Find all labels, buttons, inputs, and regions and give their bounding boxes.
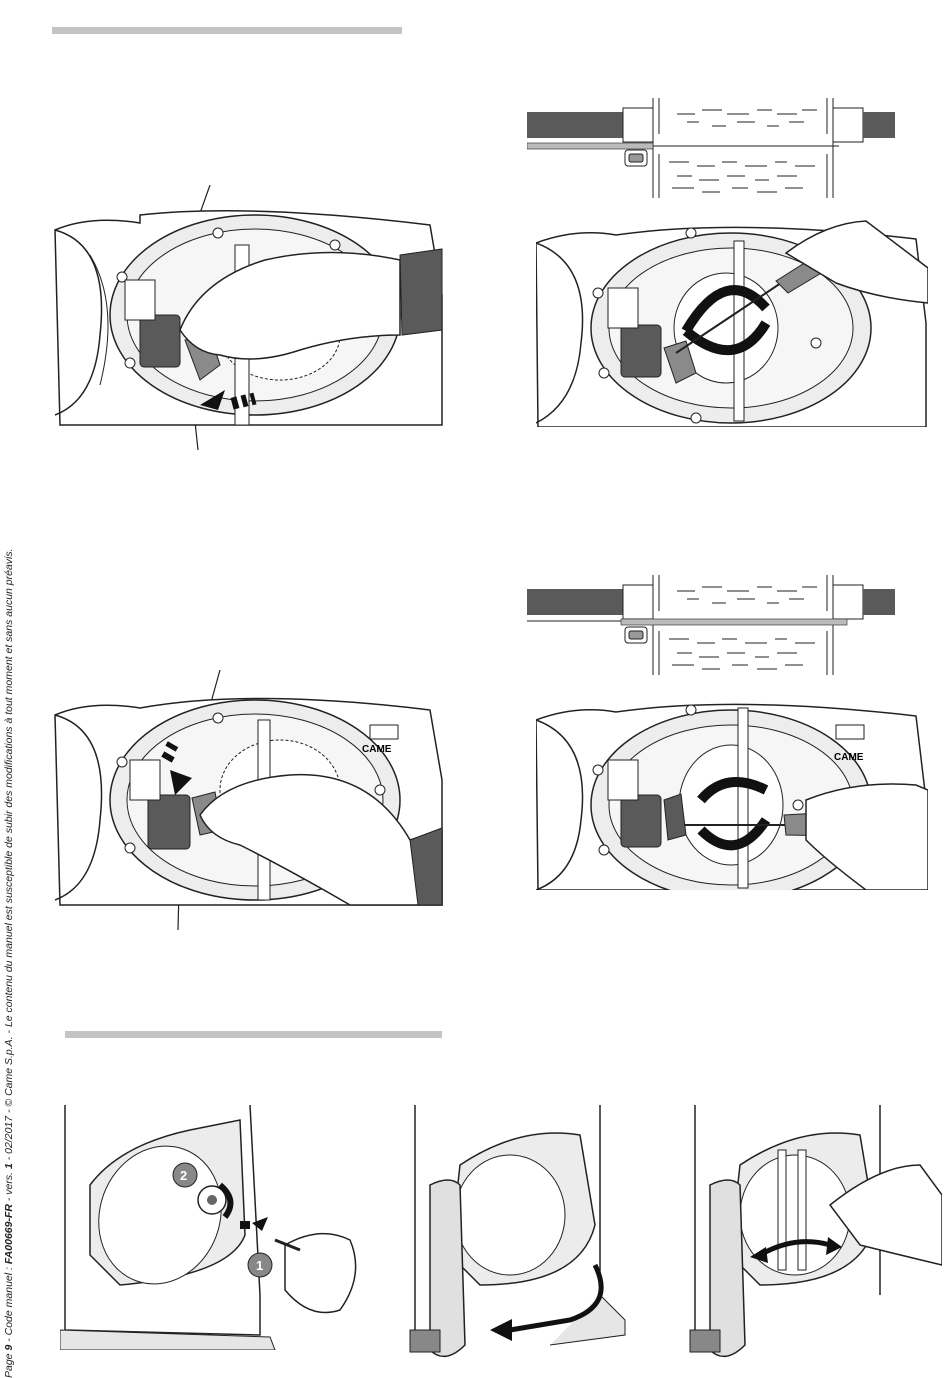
figure-limit-switch-close-left: CAME bbox=[50, 670, 446, 930]
figure-gate-rail-open bbox=[527, 98, 895, 198]
footer-sep2: - vers. bbox=[3, 1169, 15, 1204]
figure-open-cover bbox=[400, 1105, 630, 1370]
page-footer: Page 9 - Code manuel : FA00669-FR - vers… bbox=[2, 588, 16, 1378]
section-bar-middle bbox=[65, 1031, 442, 1038]
figure-tighten-cam-screw-top bbox=[536, 213, 928, 427]
step-2-label: 2 bbox=[180, 1168, 187, 1183]
footer-page-label: Page bbox=[3, 1353, 15, 1378]
footer-code: FA00669-FR bbox=[3, 1204, 15, 1264]
footer-version: 1 bbox=[3, 1163, 15, 1169]
section-bar-top bbox=[52, 27, 402, 34]
step-1-label: 1 bbox=[256, 1258, 263, 1273]
figure-unlock-cover: 2 1 bbox=[60, 1105, 370, 1350]
figure-gate-rail-close bbox=[527, 575, 895, 675]
footer-legal: - 02/2017 - © Came S.p.A. - Le contenu d… bbox=[3, 548, 15, 1163]
figure-tighten-cam-screw-bottom: CAME bbox=[536, 690, 928, 890]
footer-sep1: - Code manuel : bbox=[3, 1264, 15, 1345]
figure-release-mechanism bbox=[680, 1105, 942, 1370]
brand-label-fig4: CAME bbox=[362, 744, 392, 755]
footer-page-number: 9 bbox=[3, 1345, 15, 1351]
figure-limit-switch-open-left bbox=[50, 185, 446, 450]
brand-label-fig6: CAME bbox=[834, 752, 864, 763]
